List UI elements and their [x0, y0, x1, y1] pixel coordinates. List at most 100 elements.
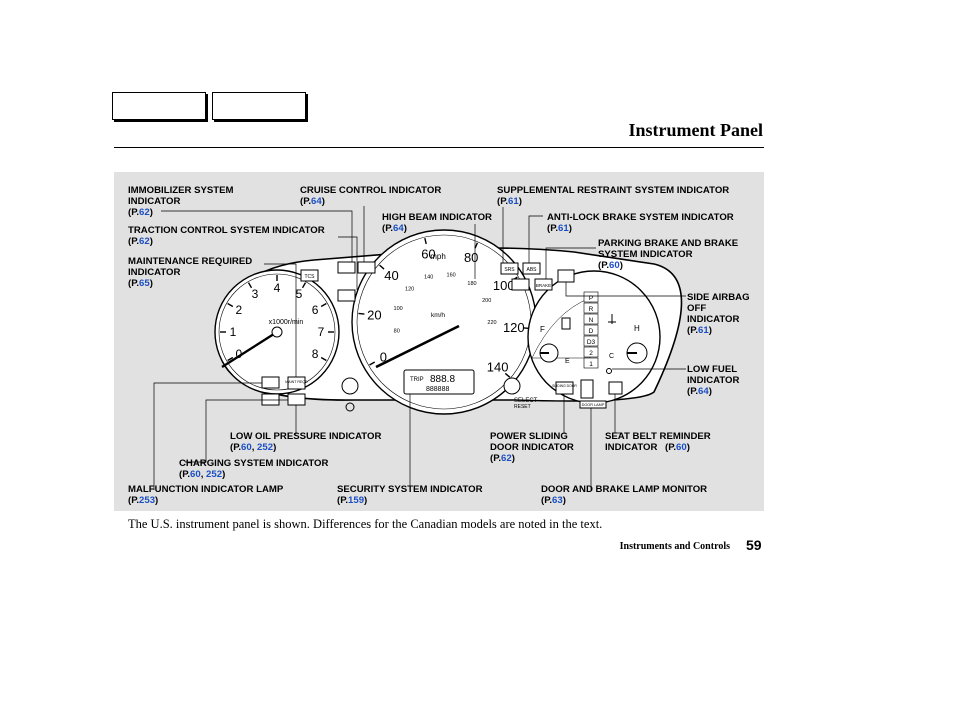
kmh-unit: km/h	[431, 312, 445, 319]
immobilizer-lamp	[337, 261, 356, 274]
page-link[interactable]: 64	[393, 223, 404, 234]
fuel-pump-icon	[561, 317, 571, 330]
indicator-lamps: TCS MAINT REQD SRS ABS BRAKE SLIDING DOO…	[261, 261, 623, 409]
callout-charging-system: CHARGING SYSTEM INDICATOR (P.60, 252)	[179, 458, 329, 480]
callout-cruise-control: CRUISE CONTROL INDICATOR (P.64)	[300, 185, 442, 207]
high-beam-lamp	[511, 278, 530, 291]
tach-number: 7	[318, 325, 325, 339]
callout-text: MAINTENANCE REQUIRED INDICATOR	[128, 256, 253, 278]
svg-text:SLIDING DOOR: SLIDING DOOR	[552, 384, 577, 388]
page-link[interactable]: 61	[698, 325, 709, 336]
kmh-number: 100	[394, 306, 403, 312]
svg-text:BRAKE: BRAKE	[536, 283, 551, 288]
gear-indicator-box	[583, 302, 599, 314]
page-link[interactable]: 62	[139, 207, 150, 218]
trip-label: TRIP	[410, 377, 424, 383]
svg-text:ABS: ABS	[526, 267, 537, 273]
tach-number: 5	[296, 287, 303, 301]
nav-tab-1[interactable]	[112, 92, 206, 120]
brightness-knob[interactable]	[341, 377, 359, 395]
kmh-number: 180	[467, 281, 476, 287]
dial-tick	[301, 282, 307, 289]
side-airbag-off-lamp	[557, 269, 575, 283]
page-link[interactable]: 60	[676, 442, 687, 453]
callout-text: MALFUNCTION INDICATOR LAMP	[128, 484, 284, 495]
callout-text: CRUISE CONTROL INDICATOR	[300, 185, 442, 196]
gear-indicator-letter: D	[589, 328, 594, 335]
mph-number: 100	[493, 278, 515, 293]
tach-number: 2	[236, 303, 243, 317]
kmh-number: 120	[405, 286, 414, 292]
dial-tick	[227, 356, 234, 362]
mph-number: 80	[464, 250, 478, 265]
page-link[interactable]: 60	[190, 469, 201, 480]
reset-label: RESET	[514, 404, 531, 410]
callout-text: CHARGING SYSTEM INDICATOR	[179, 458, 329, 469]
callout-text: SIDE AIRBAG OFF INDICATOR	[687, 292, 750, 325]
callout-text: SECURITY SYSTEM INDICATOR	[337, 484, 483, 495]
trip-reset-knob[interactable]	[503, 377, 521, 395]
callout-security-system: SECURITY SYSTEM INDICATOR (P.159)	[337, 484, 483, 506]
kmh-number: 220	[487, 320, 496, 326]
callout-door-brake-lamp-monitor: DOOR AND BRAKE LAMP MONITOR (P.63)	[541, 484, 708, 506]
page-number: 59	[746, 537, 762, 553]
page-link[interactable]: 253	[139, 495, 156, 506]
tach-number: 0	[236, 347, 243, 361]
page-link[interactable]: 60	[609, 260, 620, 271]
callout-traction-control: TRACTION CONTROL SYSTEM INDICATOR (P.62)	[128, 225, 325, 247]
select-label: SELECT	[514, 398, 538, 404]
callout-text: LOW OIL PRESSURE INDICATOR	[230, 431, 382, 442]
trip-readout: 888.8	[430, 374, 455, 385]
mph-number: 20	[367, 308, 381, 323]
temp-hot: H	[634, 324, 640, 333]
callout-text: SUPPLEMENTAL RESTRAINT SYSTEM INDICATOR	[497, 185, 730, 196]
tach-number: 8	[312, 347, 319, 361]
page-link[interactable]: 252	[206, 469, 223, 480]
callout-malfunction-lamp: MALFUNCTION INDICATOR LAMP (P.253)	[128, 484, 284, 506]
mph-number: 60	[421, 246, 435, 261]
page-link[interactable]: 60	[241, 442, 252, 453]
page-link[interactable]: 64	[311, 196, 322, 207]
gear-indicator-letter: D3	[587, 339, 596, 346]
page-link[interactable]: 63	[552, 495, 563, 506]
callout-side-airbag-off: SIDE AIRBAG OFF INDICATOR (P.61)	[687, 292, 750, 336]
page-link[interactable]: 61	[558, 223, 569, 234]
gear-indicator-letter: R	[589, 306, 594, 313]
power-door-lamp	[555, 381, 574, 395]
callout-text: IMMOBILIZER SYSTEM INDICATOR	[128, 185, 234, 207]
svg-text:TCS: TCS	[305, 274, 316, 280]
callout-maintenance-required: MAINTENANCE REQUIRED INDICATOR (P.65)	[128, 256, 253, 289]
gear-indicator-box	[583, 357, 599, 369]
page-link[interactable]: 62	[139, 236, 150, 247]
page-link[interactable]: 61	[508, 196, 519, 207]
dial-tick	[320, 302, 327, 308]
page-link[interactable]: 64	[698, 386, 709, 397]
callout-parking-brake: PARKING BRAKE AND BRAKE SYSTEM INDICATOR…	[598, 238, 739, 271]
page-link[interactable]: 159	[348, 495, 365, 506]
page-link[interactable]: 62	[501, 453, 512, 464]
callout-immobilizer: IMMOBILIZER SYSTEM INDICATOR (P.62)	[128, 185, 234, 218]
low-fuel-lamp	[606, 368, 612, 374]
seat-belt-lamp	[608, 381, 623, 395]
page-link[interactable]: 65	[139, 278, 150, 289]
gear-indicator-letter: N	[589, 317, 594, 324]
fuel-empty: E	[565, 358, 570, 365]
dial-tick	[247, 282, 253, 289]
dial-tick	[227, 302, 234, 308]
gear-indicator-letter: 1	[589, 361, 593, 368]
callout-text: LOW FUEL INDICATOR	[687, 364, 740, 386]
tcs-lamp	[300, 269, 319, 282]
page-link[interactable]: 252	[257, 442, 274, 453]
mph-number: 140	[487, 360, 509, 375]
door-lamp-label-box	[579, 400, 607, 409]
coolant-temp-icon	[608, 314, 616, 324]
kmh-number: 160	[447, 272, 456, 278]
callout-high-beam: HIGH BEAM INDICATOR (P.64)	[382, 212, 492, 234]
gear-indicator-letter: 2	[589, 350, 593, 357]
nav-tab-2[interactable]	[212, 92, 306, 120]
callout-low-oil-pressure: LOW OIL PRESSURE INDICATOR (P.60, 252)	[230, 431, 382, 453]
callout-seat-belt-reminder: SEAT BELT REMINDER INDICATOR(P.60)	[605, 431, 711, 453]
